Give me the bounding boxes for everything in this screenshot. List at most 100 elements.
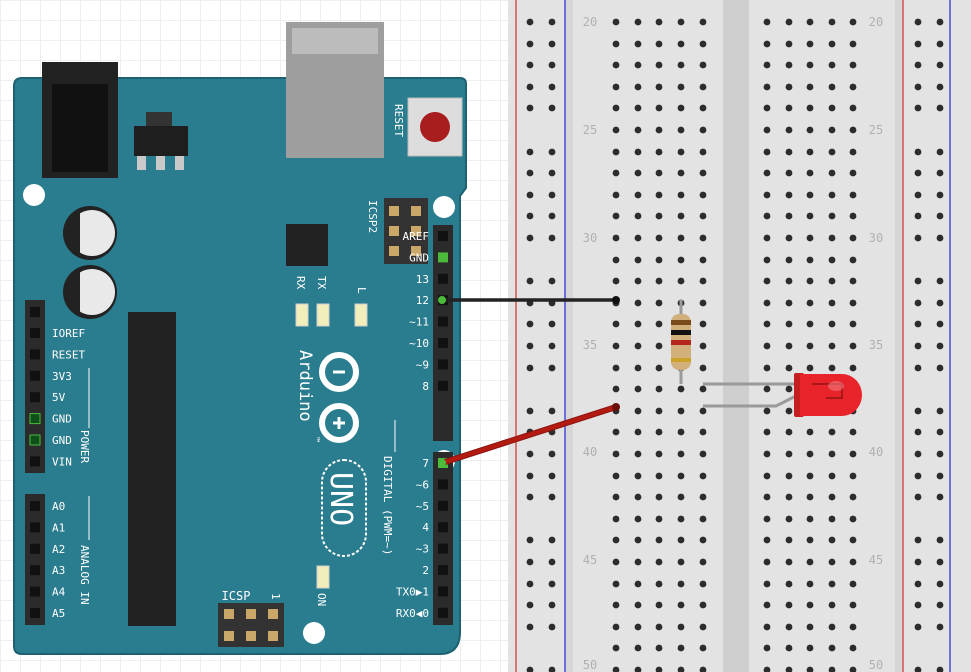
power-header-body <box>25 300 45 473</box>
breadboard-hole <box>828 342 836 350</box>
digital-pin-socket[interactable] <box>438 500 448 511</box>
breadboard-hole <box>806 515 814 523</box>
power-pin-socket[interactable] <box>30 328 40 338</box>
breadboard-hole <box>785 234 793 242</box>
analog-pin-label: A2 <box>52 543 65 556</box>
breadboard-hole <box>634 277 642 285</box>
rail-hole <box>526 580 534 588</box>
analog-pin-socket[interactable] <box>30 586 40 597</box>
digital-pin-socket[interactable] <box>438 607 448 618</box>
tx-led <box>316 303 330 327</box>
regulator-pin <box>175 156 184 170</box>
analog-pin-socket[interactable] <box>30 565 40 576</box>
capacitor <box>63 206 117 260</box>
breadboard-hole <box>634 450 642 458</box>
breadboard-hole <box>849 299 857 307</box>
breadboard-hole <box>828 191 836 199</box>
breadboard-hole <box>785 385 793 393</box>
rail-hole <box>936 493 944 501</box>
reset-button[interactable] <box>407 97 463 157</box>
analog-pin-socket[interactable] <box>30 501 40 511</box>
breadboard-hole <box>828 104 836 112</box>
digital-pin-socket[interactable] <box>438 359 448 370</box>
rail-hole <box>936 428 944 436</box>
breadboard-hole <box>612 126 620 134</box>
digital-pin-socket[interactable] <box>438 380 448 391</box>
breadboard-hole <box>785 191 793 199</box>
breadboard-hole <box>655 493 663 501</box>
power-pin-label: GND <box>52 434 72 447</box>
breadboard-hole <box>612 234 620 242</box>
row-number-left: 40 <box>583 445 597 459</box>
breadboard-hole <box>828 558 836 566</box>
capacitor-top <box>69 210 115 256</box>
digital-pin-socket[interactable] <box>438 479 448 490</box>
power-pin-socket[interactable] <box>30 349 40 360</box>
analog-header-body <box>25 494 45 625</box>
power-pin-socket[interactable] <box>29 413 41 425</box>
digital-pin-socket[interactable] <box>438 273 448 284</box>
rail-hole <box>526 364 534 372</box>
breadboard-hole <box>828 212 836 220</box>
reset-button-cap[interactable] <box>420 112 450 142</box>
breadboard-hole <box>677 666 685 672</box>
breadboard-hole <box>634 342 642 350</box>
digital-pin-socket[interactable] <box>438 338 448 348</box>
breadboard-hole <box>612 18 620 26</box>
arduino-uno-board: RESET ICSP2 TX RX L Arduino ™ UNO DIGITA… <box>13 22 467 655</box>
power-pin-socket[interactable] <box>30 456 40 467</box>
breadboard-hole <box>655 364 663 372</box>
breadboard-hole <box>785 40 793 48</box>
digital-pin-socket[interactable] <box>438 565 448 575</box>
analog-pin-socket[interactable] <box>30 522 40 533</box>
breadboard-hole <box>634 212 642 220</box>
rail-hole <box>936 169 944 177</box>
power-pin-socket[interactable] <box>30 370 40 381</box>
rail-hole <box>548 40 556 48</box>
row-number-left: 30 <box>583 231 597 245</box>
breadboard-hole <box>828 428 836 436</box>
digital-pin-label: 13 <box>416 273 429 286</box>
digital-pin-socket[interactable] <box>438 522 448 533</box>
breadboard-hole <box>699 277 707 285</box>
breadboard-hole <box>849 666 857 672</box>
rail-hole <box>914 104 922 112</box>
breadboard-hole <box>612 536 620 544</box>
row-number-right: 50 <box>869 658 883 672</box>
digital-pin-socket[interactable] <box>438 252 448 263</box>
rail-hole <box>548 61 556 69</box>
breadboard-hole <box>763 169 771 177</box>
breadboard-hole <box>849 580 857 588</box>
digital-pin-socket[interactable] <box>438 316 448 327</box>
breadboard-hole <box>763 148 771 156</box>
l-led <box>354 303 368 327</box>
analog-pin-socket[interactable] <box>30 543 40 554</box>
breadboard-hole <box>806 493 814 501</box>
signal-wire <box>440 405 618 465</box>
power-pin-socket[interactable] <box>30 307 40 317</box>
breadboard-hole <box>634 299 642 307</box>
breadboard-hole <box>785 601 793 609</box>
rail-hole <box>526 666 534 672</box>
breadboard-hole <box>828 320 836 328</box>
digital-pin-label: 12 <box>416 294 429 307</box>
digital-pin-socket[interactable] <box>438 543 448 554</box>
breadboard-hole <box>699 18 707 26</box>
digital-pin-socket[interactable] <box>438 231 448 241</box>
power-pin-socket[interactable] <box>29 434 41 446</box>
breadboard-hole <box>655 644 663 652</box>
breadboard-hole <box>612 666 620 672</box>
power-jack-socket <box>52 84 108 172</box>
breadboard-hole <box>849 61 857 69</box>
rail-separator-right <box>895 0 903 672</box>
digital-pin-socket[interactable] <box>438 586 448 597</box>
usb-chip <box>286 224 328 266</box>
breadboard-hole <box>655 212 663 220</box>
rail-hole <box>936 342 944 350</box>
breadboard-hole <box>763 644 771 652</box>
capacitor-top <box>69 269 115 315</box>
power-pin-socket[interactable] <box>30 392 40 403</box>
rail-hole <box>526 407 534 415</box>
analog-pin-socket[interactable] <box>30 608 40 618</box>
breadboard-hole <box>634 104 642 112</box>
